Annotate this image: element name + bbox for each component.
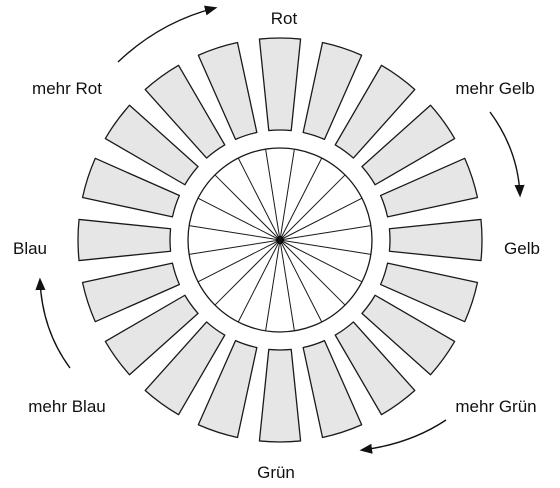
label-upper-left: mehr Rot [32, 79, 102, 98]
wheel-segment [258, 348, 302, 443]
wheel-segment [197, 41, 258, 141]
wheel-segment [302, 339, 363, 439]
spoke-line [265, 239, 281, 331]
wheel-segment [379, 157, 479, 218]
label-left: Blau [13, 239, 47, 258]
spoke-line [279, 239, 295, 331]
inner-spokes [189, 149, 371, 331]
label-top: Rot [271, 9, 298, 28]
wheel-segment [81, 157, 181, 218]
wheel-segment [144, 64, 226, 159]
wheel-segment [144, 321, 226, 416]
wheel-segment [361, 294, 456, 376]
label-lower-left: mehr Blau [28, 397, 105, 416]
label-lower-right: mehr Grün [455, 397, 536, 416]
arrow-bottom-right [359, 419, 447, 454]
label-upper-right: mehr Gelb [455, 79, 534, 98]
label-bottom: Grün [257, 463, 295, 482]
spoke-line [214, 239, 281, 306]
spoke-line [265, 149, 281, 241]
spoke-line [279, 149, 295, 241]
wheel-segment [197, 339, 258, 439]
wheel-segment [361, 104, 456, 186]
spoke-line [279, 239, 371, 255]
arrow-top-left [117, 5, 218, 63]
spoke-line [279, 174, 346, 241]
wheel-segment [379, 262, 479, 323]
wheel-segment [104, 104, 199, 186]
arrow-right [489, 111, 525, 198]
wheel-segment [388, 218, 483, 262]
wheel-segment [258, 37, 302, 132]
spoke-line [197, 239, 281, 283]
spoke-line [189, 225, 281, 241]
spoke-line [197, 197, 281, 241]
spoke-line [189, 239, 281, 255]
spoke-line [237, 157, 281, 241]
center-point [276, 236, 284, 244]
spoke-line [279, 225, 371, 241]
wheel-segment [334, 321, 416, 416]
wheel-segment [81, 262, 181, 323]
wheel-segment [334, 64, 416, 159]
outer-ring-segments [77, 37, 483, 443]
spoke-line [279, 157, 323, 241]
spoke-line [279, 239, 323, 323]
arrow-left [35, 277, 71, 369]
label-right: Gelb [504, 239, 540, 258]
wheel-segment [104, 294, 199, 376]
spoke-line [237, 239, 281, 323]
wheel-segment [302, 41, 363, 141]
spoke-line [279, 239, 346, 306]
wheel-segment [77, 218, 172, 262]
spoke-line [214, 174, 281, 241]
spoke-line [279, 239, 363, 283]
spoke-line [279, 197, 363, 241]
